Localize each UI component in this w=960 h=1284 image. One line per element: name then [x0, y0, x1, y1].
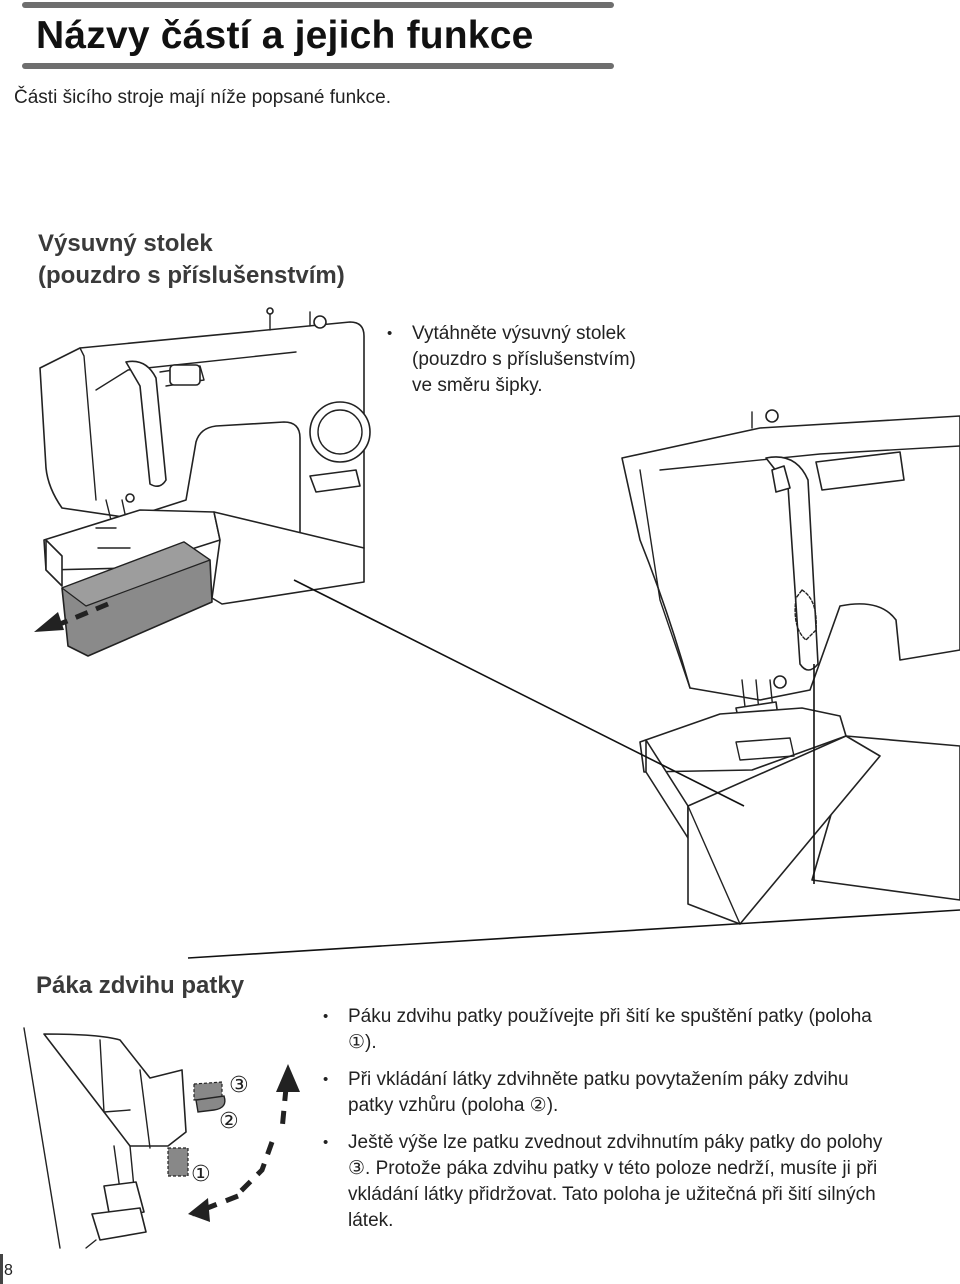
section-title-tray-line2: (pouzdro s příslušenstvím)	[38, 262, 345, 289]
section-title-lever: Páka zdvihu patky	[36, 972, 245, 999]
tray-instructions: Vytáhněte výsuvný stolek (pouzdro s přís…	[382, 321, 652, 399]
page-number: 8	[4, 1262, 13, 1279]
section-title-tray: Výsuvný stolek (pouzdro s příslušenstvím…	[38, 228, 345, 292]
lever-instruction-item: Páku zdvihu patky používejte při šití ke…	[318, 1004, 898, 1056]
position-3-label: ③	[229, 1073, 249, 1098]
section-title-tray-line1: Výsuvný stolek	[38, 230, 213, 257]
sewing-machine-illustration	[34, 307, 371, 657]
lever-position-labels: ③ ② ①	[191, 1073, 249, 1187]
sewing-machine-closeup-illustration	[621, 409, 960, 925]
title-rule-bottom	[22, 63, 614, 69]
intro-text: Části šicího stroje mají níže popsané fu…	[14, 87, 392, 108]
lever-instruction-item: Ještě výše lze patku zvednout zdvihnutím…	[318, 1130, 898, 1234]
tray-instruction-item: Vytáhněte výsuvný stolek (pouzdro s přís…	[382, 321, 652, 399]
page-edge-tab	[0, 1254, 3, 1284]
title-rule-top	[22, 2, 614, 8]
position-2-label: ②	[219, 1109, 239, 1134]
pointer-lines	[187, 579, 960, 959]
lever-instruction-item: Při vkládání látky zdvihněte patku povyt…	[318, 1067, 898, 1119]
lever-instructions: Páku zdvihu patky používejte při šití ke…	[318, 1004, 898, 1245]
presser-foot-lever-illustration	[23, 1027, 300, 1249]
position-1-label: ①	[191, 1162, 211, 1187]
page-title: Názvy částí a jejich funkce	[36, 14, 534, 57]
